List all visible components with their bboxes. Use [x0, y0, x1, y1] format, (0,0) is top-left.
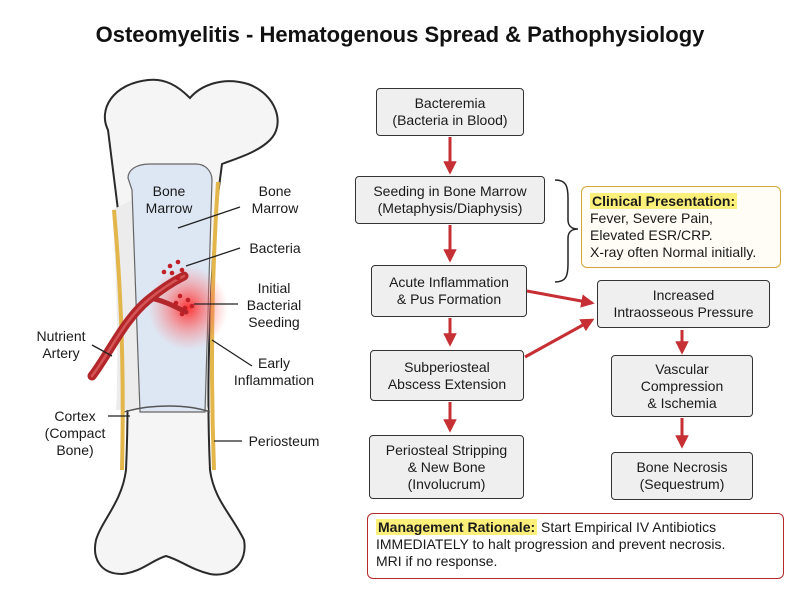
clinical-line: Elevated ESR/CRP.	[590, 227, 713, 243]
box-seeding-bone-marrow: Seeding in Bone Marrow(Metaphysis/Diaphy…	[355, 176, 545, 224]
box-bacteremia: Bacteremia(Bacteria in Blood)	[376, 88, 524, 136]
box-acute-inflammation: Acute Inflammation& Pus Formation	[371, 265, 527, 317]
flow-arrows	[443, 137, 689, 449]
clinical-heading: Clinical Presentation:	[590, 193, 738, 209]
management-rationale-box: Management Rationale: Start Empirical IV…	[367, 513, 784, 579]
inflammation-glow	[148, 266, 228, 350]
management-text: Start Empirical IV Antibiotics	[537, 519, 717, 535]
clinical-line: X-ray often Normal initially.	[590, 244, 757, 260]
management-text: IMMEDIATELY to halt progression and prev…	[376, 536, 726, 552]
label-periosteum: Periosteum	[248, 433, 320, 449]
management-heading: Management Rationale:	[376, 519, 538, 535]
label-bacteria: Bacteria	[249, 240, 301, 256]
diagram-title: Osteomyelitis - Hematogenous Spread & Pa…	[95, 22, 705, 47]
leader-lines	[91, 206, 253, 442]
bacteria-dots	[161, 259, 195, 317]
box-periosteal-stripping: Periosteal Stripping& New Bone(Involucru…	[369, 435, 524, 499]
clinical-brace	[554, 179, 579, 283]
box-bone-necrosis: Bone Necrosis(Sequestrum)	[611, 452, 753, 500]
management-text: MRI if no response.	[376, 553, 498, 569]
clinical-line: Fever, Severe Pain,	[590, 210, 713, 226]
nutrient-artery	[87, 271, 189, 381]
clinical-presentation-box: Clinical Presentation: Fever, Severe Pai…	[581, 186, 781, 268]
